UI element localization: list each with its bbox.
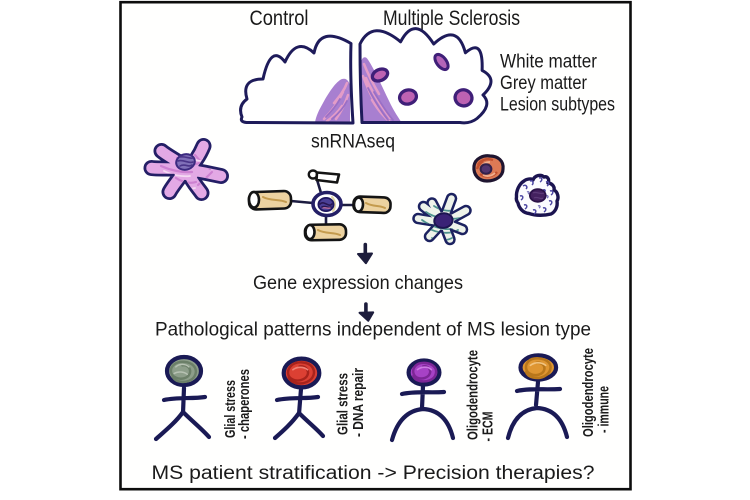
svg-text:Oligodendrocyte: Oligodendrocyte (465, 350, 482, 440)
svg-text:- DNA repair: - DNA repair (350, 368, 367, 437)
svg-text:- ECM: - ECM (480, 412, 497, 442)
svg-text:Grey matter: Grey matter (500, 73, 588, 94)
svg-text:White matter: White matter (500, 52, 598, 73)
svg-text:Oligodendrocyte: Oligodendrocyte (580, 348, 597, 437)
svg-text:snRNAseq: snRNAseq (311, 132, 395, 153)
svg-text:- immune: - immune (596, 386, 613, 433)
svg-text:Glial stress: Glial stress (335, 373, 352, 435)
svg-text:Multiple Sclerosis: Multiple Sclerosis (383, 7, 520, 30)
svg-text:Lesion subtypes: Lesion subtypes (500, 95, 615, 116)
svg-text:Pathological patterns independ: Pathological patterns independent of MS … (155, 319, 591, 341)
svg-text:MS patient stratification -> P: MS patient stratification -> Precision t… (152, 463, 595, 484)
svg-text:- chaperones: - chaperones (236, 369, 253, 439)
svg-text:Control: Control (250, 7, 309, 30)
svg-text:Gene expression changes: Gene expression changes (253, 272, 463, 294)
svg-text:Glial stress: Glial stress (222, 380, 239, 438)
